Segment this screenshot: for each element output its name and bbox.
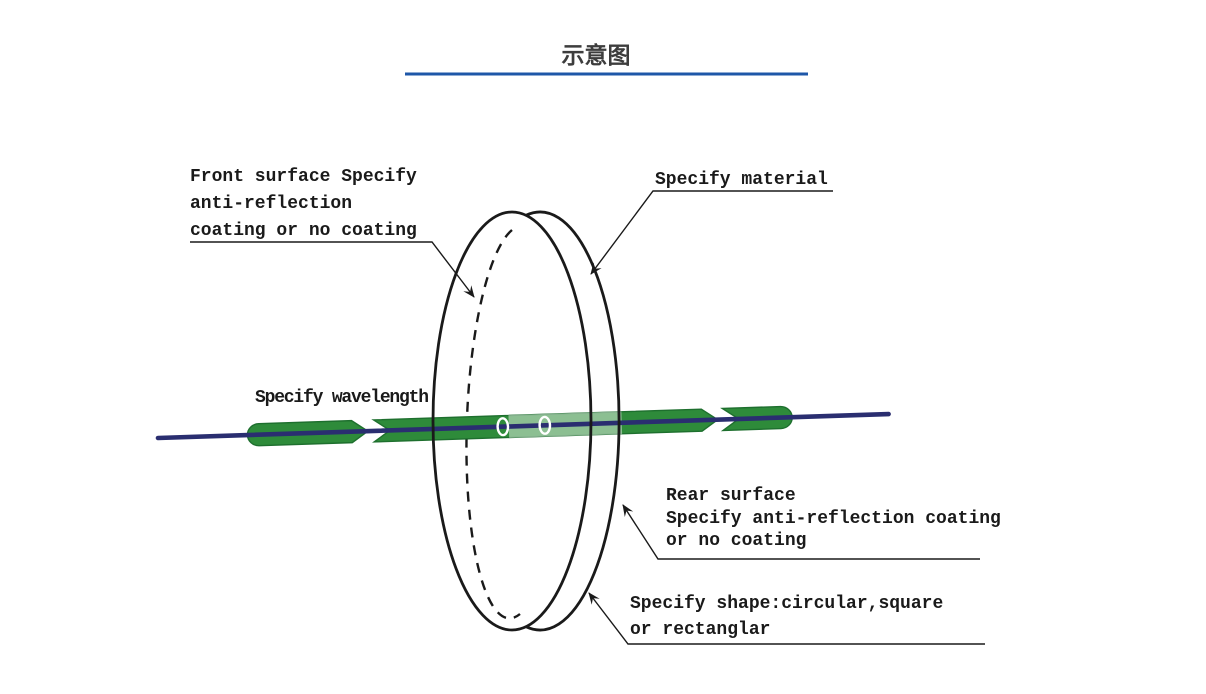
beam-cross-section-rear bbox=[538, 415, 552, 435]
label-material: Specify material bbox=[655, 170, 828, 190]
lens-rear-face-arc bbox=[525, 210, 621, 632]
leader-rear-surface bbox=[622, 504, 980, 560]
label-shape-line2: or rectanglar bbox=[630, 620, 770, 640]
leader-shape bbox=[588, 592, 985, 645]
label-front-surface-line2: anti-reflection bbox=[190, 194, 352, 214]
label-rear-surface-line2: Specify anti-reflection coating bbox=[666, 509, 1001, 529]
label-rear-surface-line1: Rear surface bbox=[666, 486, 796, 506]
label-front-surface-line3: coating or no coating bbox=[190, 221, 417, 241]
beam-cross-section-front bbox=[496, 417, 510, 437]
beam-group bbox=[155, 405, 891, 447]
label-rear-surface-line3: or no coating bbox=[666, 531, 806, 551]
label-wavelength: Specify wavelength bbox=[255, 388, 428, 408]
page-title: 示意图 bbox=[562, 42, 631, 69]
lens-hidden-edge-dashed bbox=[465, 229, 521, 620]
label-front-surface-line1: Front surface Specify bbox=[190, 167, 417, 187]
leader-front-surface bbox=[190, 241, 475, 298]
leader-material bbox=[590, 190, 833, 275]
label-shape-line1: Specify shape:circular,square bbox=[630, 594, 943, 614]
lens-front-face-ellipse bbox=[431, 210, 593, 632]
optical-axis-line bbox=[155, 411, 891, 441]
